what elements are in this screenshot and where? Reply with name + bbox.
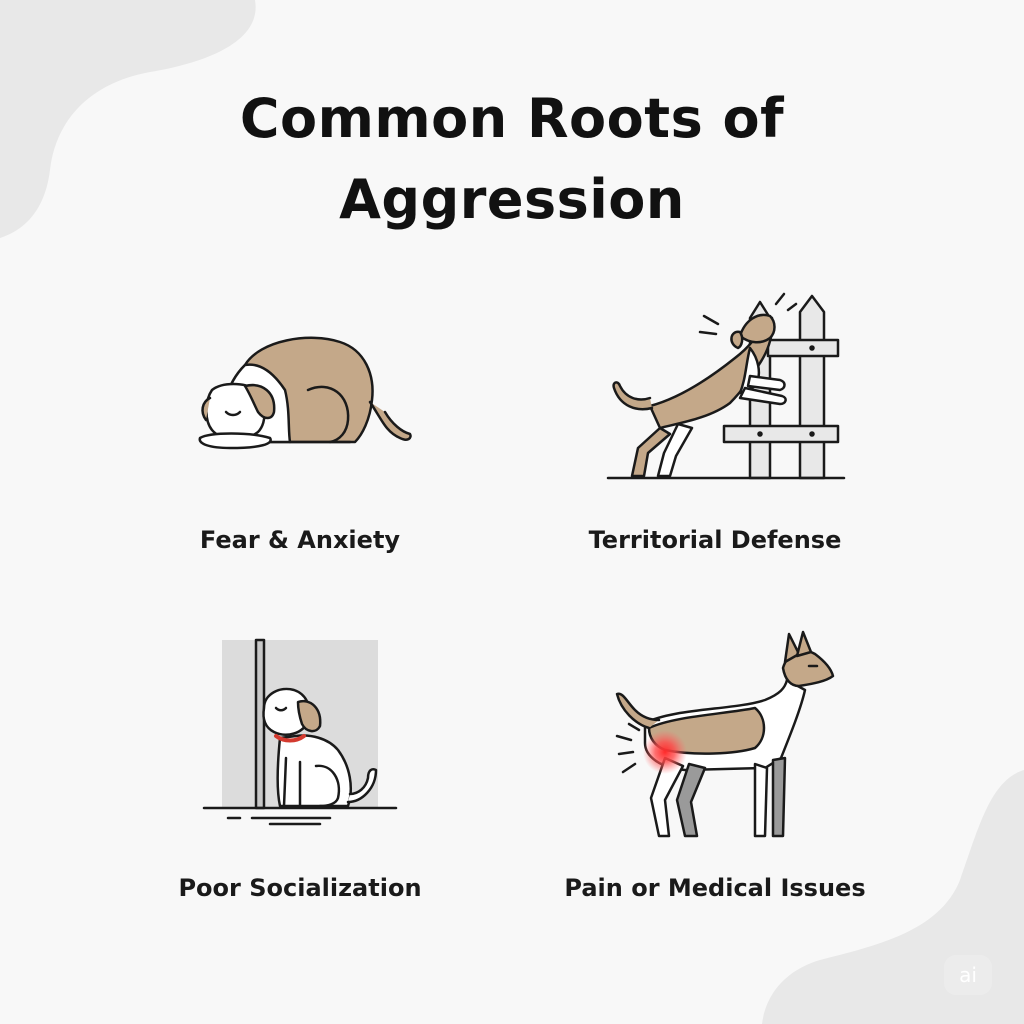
hiding-puppy-icon — [202, 638, 398, 826]
barking-dog-at-fence-icon — [606, 292, 846, 480]
page-title: Common Roots of Aggression — [0, 78, 1024, 240]
title-line-1: Common Roots of — [239, 87, 785, 150]
caption-pain-medical: Pain or Medical Issues — [564, 874, 866, 902]
dog-with-pain-spot-icon — [615, 630, 835, 838]
ai-badge: ai — [944, 955, 992, 995]
caption-territorial-defense: Territorial Defense — [588, 526, 842, 554]
title-line-2: Aggression — [339, 168, 685, 231]
cowering-dog-icon — [198, 336, 412, 450]
caption-fear-anxiety: Fear & Anxiety — [199, 526, 401, 554]
pain-spot — [643, 730, 687, 774]
caption-poor-socialization: Poor Socialization — [178, 874, 422, 902]
top-left-blob — [0, 0, 256, 238]
